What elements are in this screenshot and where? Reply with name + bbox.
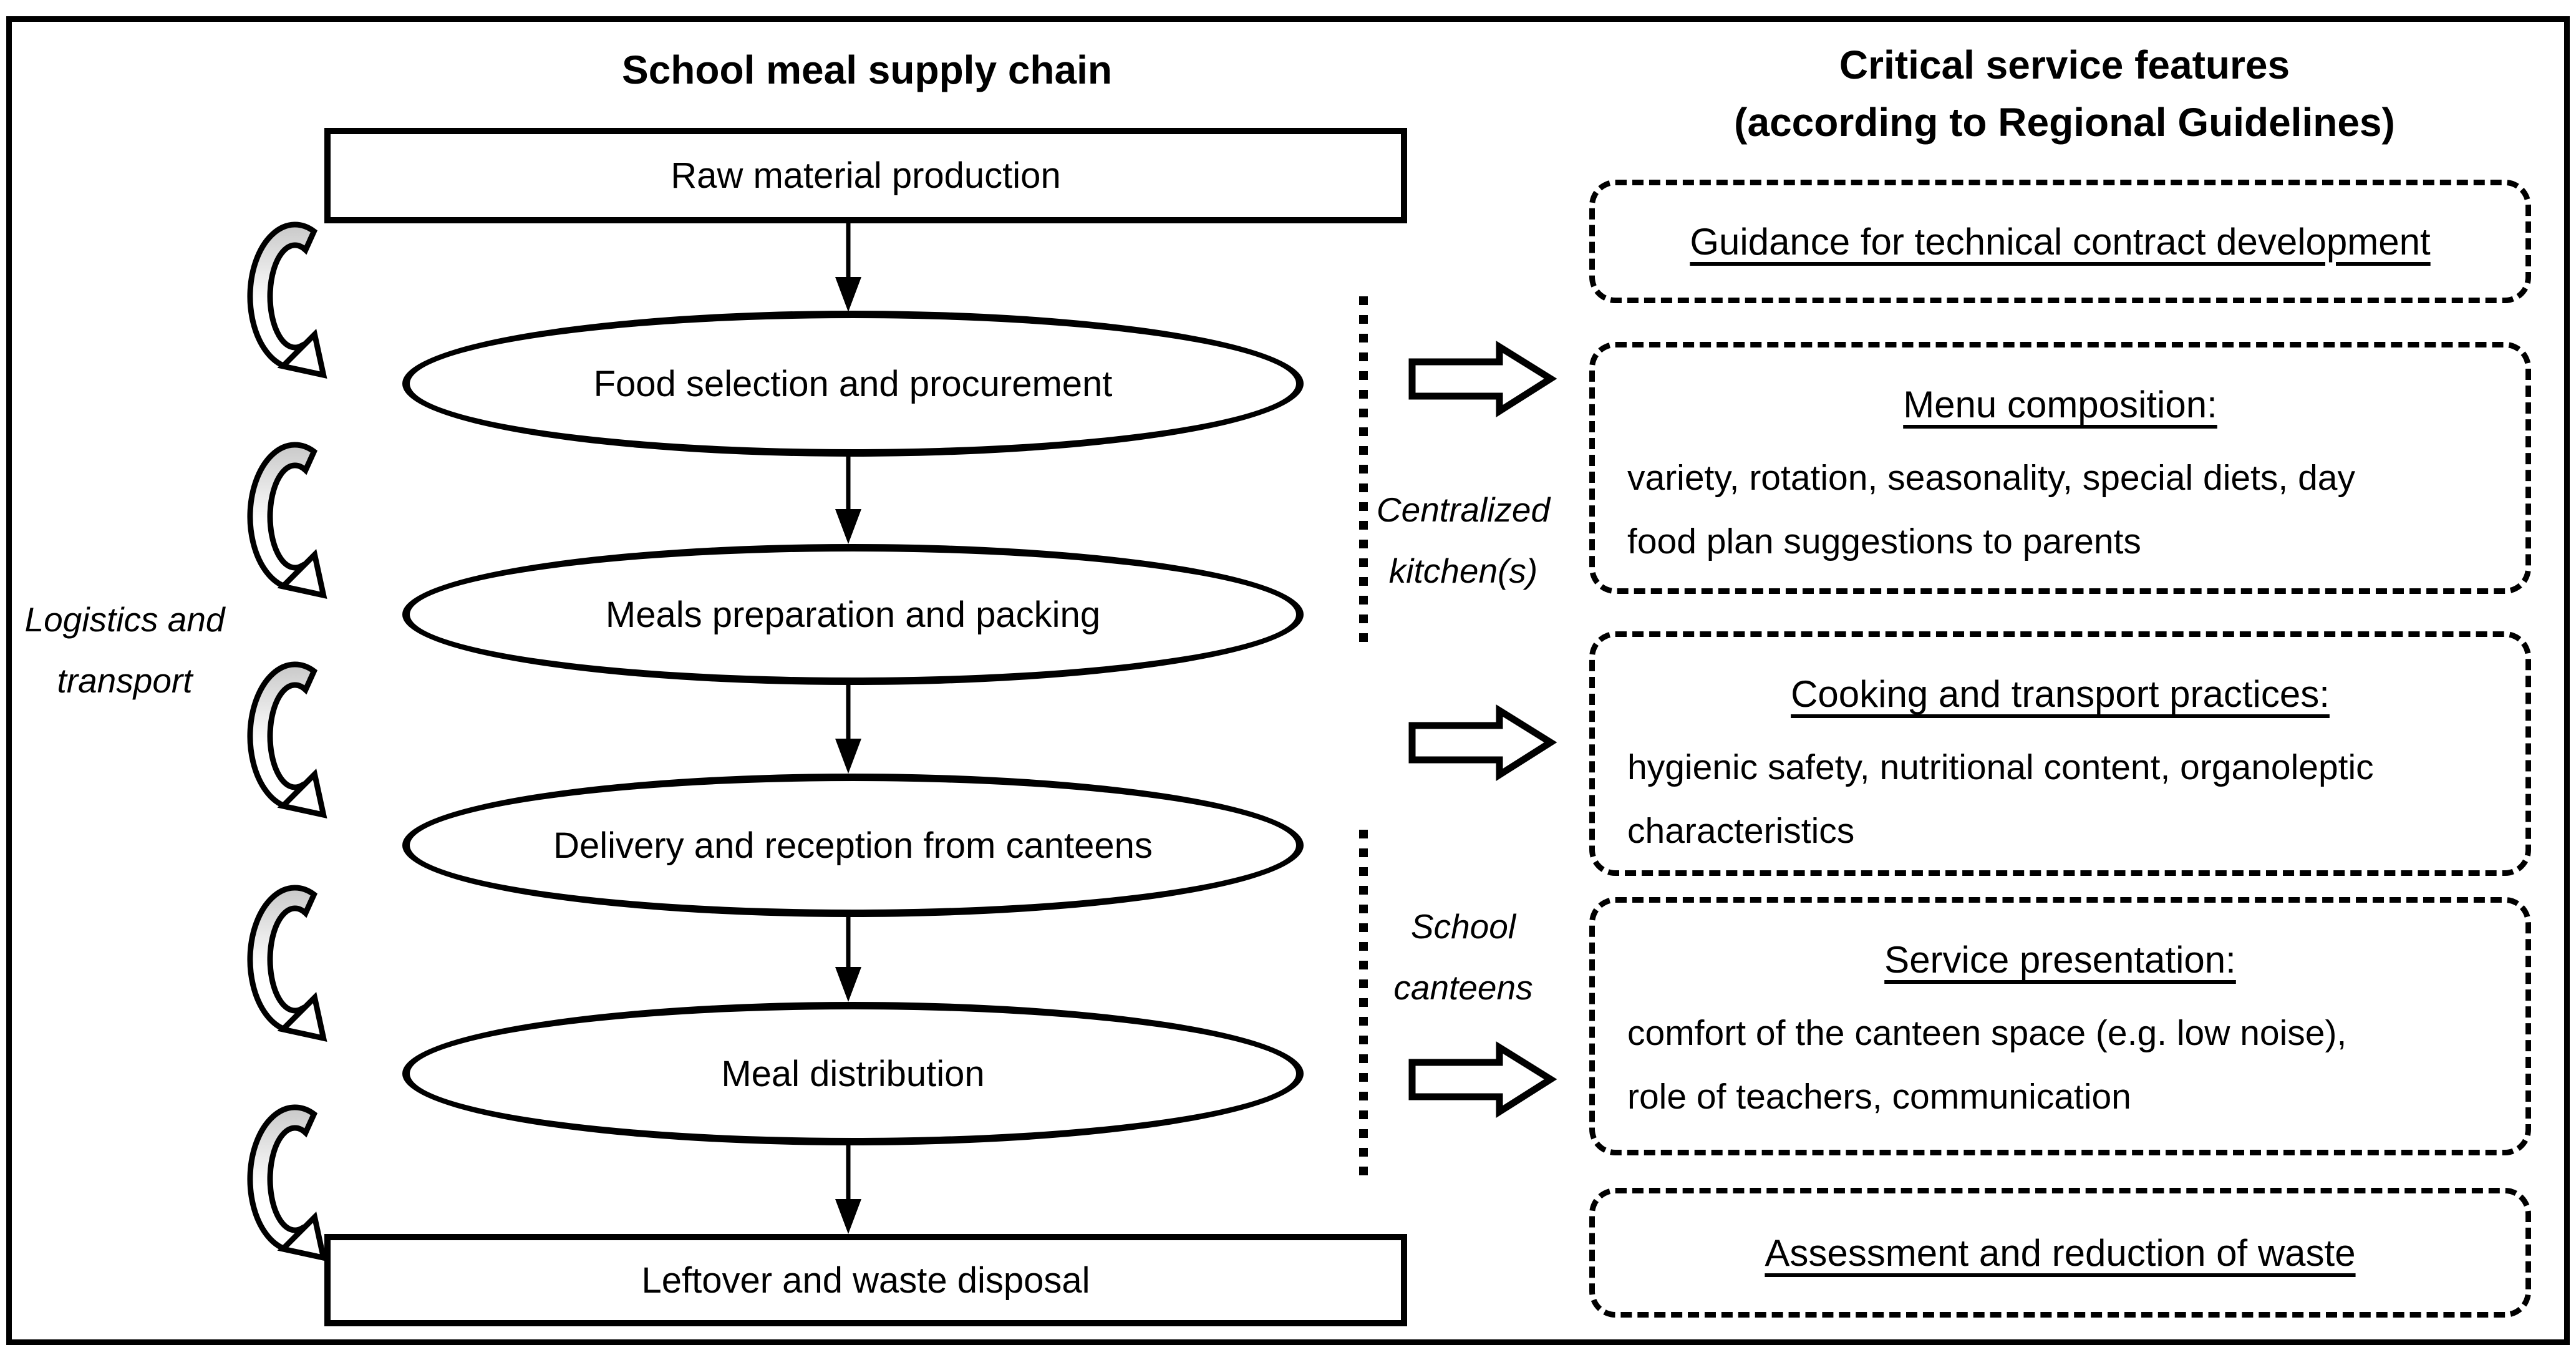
stage-raw-material-production: Raw material production [324, 128, 1407, 223]
feature-heading: Guidance for technical contract developm… [1690, 220, 2431, 263]
flow-arrow-2 [835, 455, 861, 544]
feature-heading: Assessment and reduction of waste [1765, 1231, 2356, 1274]
feature-box-cooking-transport: Cooking and transport practices: hygieni… [1589, 631, 2531, 876]
critical-features-title: Critical service features (according to … [1734, 42, 2395, 145]
stage-meals-preparation-packing: Meals preparation and packing [402, 544, 1304, 685]
stage-label: Leftover and waste disposal [641, 1260, 1090, 1301]
logistics-curved-arrow-4 [250, 888, 339, 1054]
stage-label: Food selection and procurement [593, 363, 1113, 404]
flow-arrow-4 [835, 916, 861, 1002]
feature-block-arrow-2 [1412, 711, 1551, 775]
feature-box-guidance: Guidance for technical contract developm… [1589, 180, 2531, 303]
feature-box-menu-composition: Menu composition: variety, rotation, sea… [1589, 342, 2531, 594]
logistics-curved-arrow-2 [250, 445, 339, 611]
school-canteens-label: School canteens [1393, 907, 1533, 1007]
feature-block-arrow-3 [1412, 1047, 1551, 1112]
feature-heading: Cooking and transport practices: [1791, 673, 2330, 715]
feature-body: comfort of the canteen space (e.g. low n… [1627, 1013, 2347, 1117]
supply-chain-title: School meal supply chain [622, 47, 1112, 92]
stage-label: Meal distribution [721, 1053, 985, 1094]
logistics-transport-label: Logistics and transport [24, 600, 225, 700]
feature-body: variety, rotation, seasonality, special … [1627, 458, 2355, 561]
stage-label: Delivery and reception from canteens [553, 825, 1153, 866]
stage-label: Meals preparation and packing [605, 594, 1101, 635]
figure-border [6, 16, 2570, 1345]
stage-label: Raw material production [671, 155, 1061, 196]
stage-leftover-waste-disposal: Leftover and waste disposal [324, 1234, 1407, 1326]
feature-block-arrow-1 [1412, 347, 1551, 411]
feature-box-waste-assessment: Assessment and reduction of waste [1589, 1188, 2531, 1318]
stage-meal-distribution: Meal distribution [402, 1002, 1304, 1145]
feature-heading: Service presentation: [1884, 939, 2236, 981]
stage-food-selection-procurement: Food selection and procurement [402, 311, 1304, 457]
feature-body: hygienic safety, nutritional content, or… [1627, 747, 2374, 851]
logistics-curved-arrow-1 [250, 225, 339, 391]
feature-box-service-presentation: Service presentation: comfort of the can… [1589, 897, 2531, 1155]
flow-arrow-5 [835, 1144, 861, 1234]
centralized-kitchens-label: Centralized kitchen(s) [1376, 490, 1551, 590]
flow-arrow-1 [835, 223, 861, 312]
feature-heading: Menu composition: [1903, 384, 2217, 425]
logistics-curved-arrow-3 [250, 664, 339, 831]
stage-delivery-reception: Delivery and reception from canteens [402, 774, 1304, 917]
flow-arrow-3 [835, 684, 861, 774]
